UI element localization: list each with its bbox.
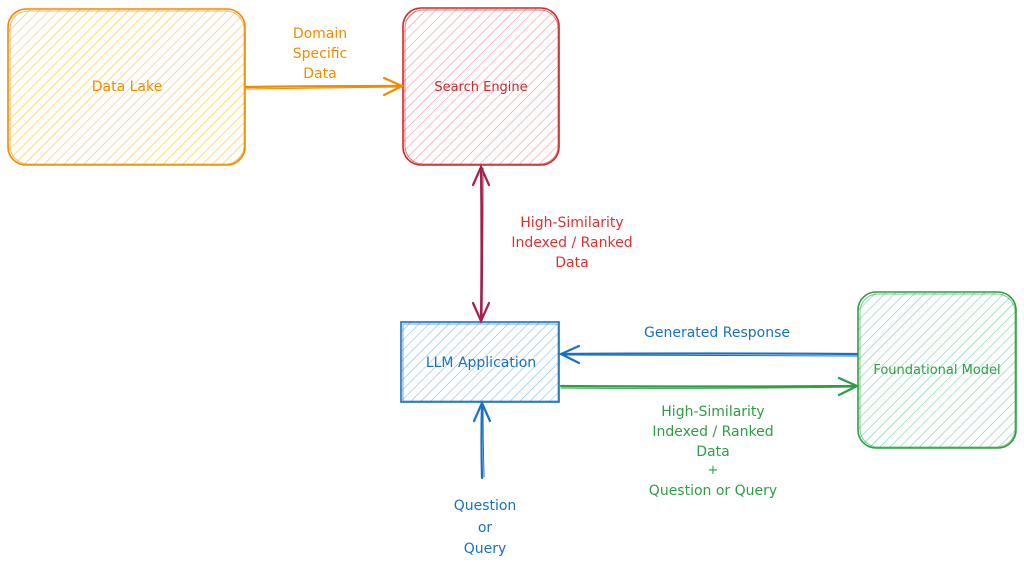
generated-response-arrow [558,344,859,365]
llm-application-node[interactable]: LLM Application [400,321,560,403]
data-lake-node[interactable]: Data Lake [7,8,246,166]
domain-data-label: Domain Specific Data [293,26,348,82]
similarity-data-arrow [471,164,491,324]
domain-data-line-3: Data [303,66,336,82]
to-model-line-5: Question or Query [649,483,777,499]
question-arrow [472,400,492,480]
search-engine-node[interactable]: Search Engine [402,7,560,166]
similarity-data-line-3: Data [555,255,588,271]
to-model-label: High-Similarity Indexed / Ranked Data + … [649,404,777,499]
foundational-model-label: Foundational Model [873,363,1000,378]
foundational-model-box [857,291,1017,449]
similarity-data-label: High-Similarity Indexed / Ranked Data [511,215,632,271]
domain-data-arrow [244,76,405,97]
to-model-line-2: Indexed / Ranked [652,424,773,440]
similarity-data-line-2: Indexed / Ranked [511,235,632,251]
question-line-1: Question [454,498,517,514]
similarity-data-line-1: High-Similarity [520,215,623,231]
to-model-line-4: + [708,463,719,478]
question-label: Question or Query [454,498,517,557]
to-model-arrow [559,376,860,397]
question-line-3: Query [464,541,507,557]
foundational-model-node[interactable]: Foundational Model [857,291,1017,449]
llm-application-label: LLM Application [426,355,536,371]
generated-response-label-group: Generated Response [644,325,790,341]
domain-data-line-2: Specific [293,46,348,62]
generated-response-label: Generated Response [644,325,790,341]
to-model-line-1: High-Similarity [661,404,764,420]
llm-application-box [400,321,560,403]
question-line-2: or [478,520,493,536]
search-engine-label: Search Engine [434,80,527,95]
to-model-line-3: Data [696,444,729,460]
data-lake-label: Data Lake [92,79,162,95]
domain-data-line-1: Domain [293,26,347,42]
